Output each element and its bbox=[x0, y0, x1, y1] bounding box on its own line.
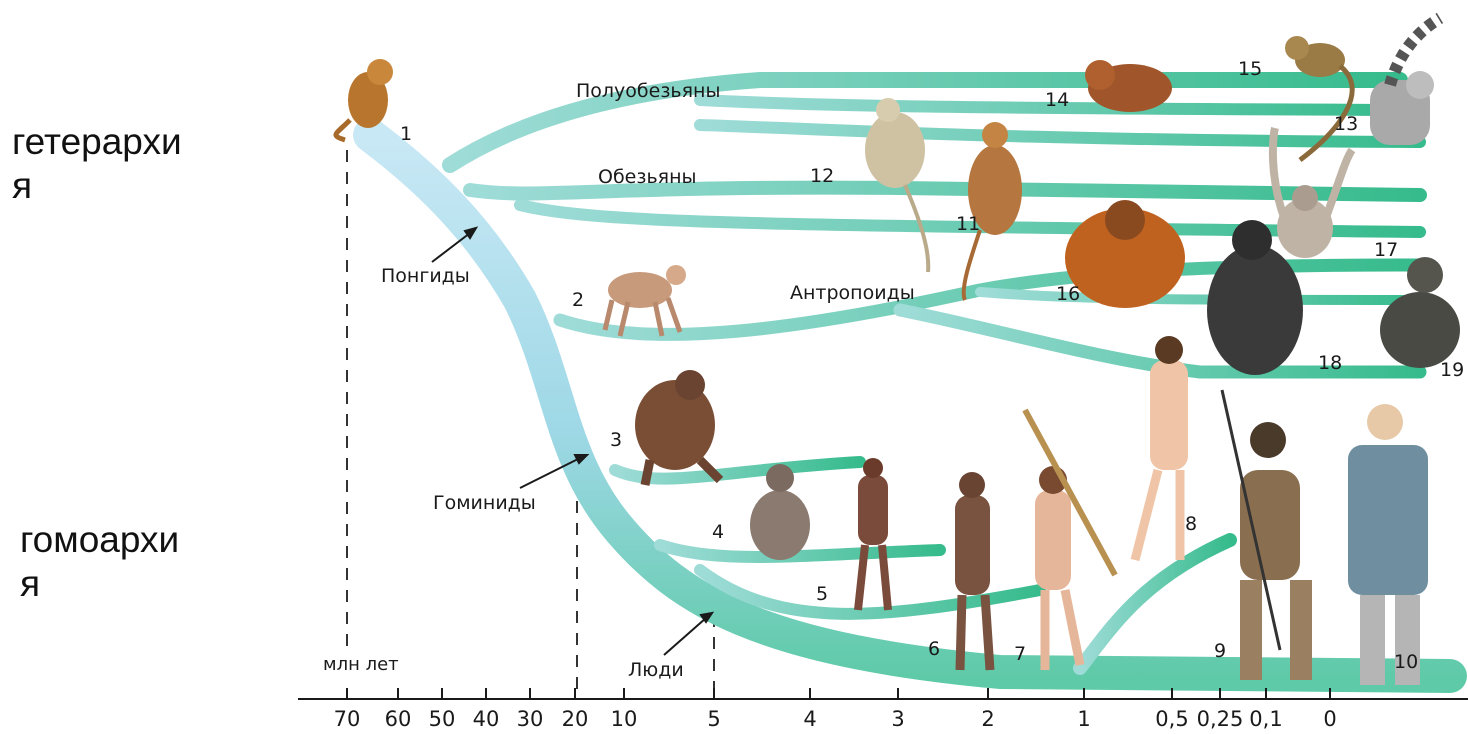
tick-label-13: 0,25 bbox=[1197, 707, 1244, 731]
tick-label-12: 0,5 bbox=[1155, 707, 1188, 731]
species-number-11: 11 bbox=[956, 213, 980, 235]
label-humans: Люди bbox=[628, 659, 684, 681]
label-prosimians: Полуобезьяны bbox=[576, 80, 721, 102]
species-number-1: 1 bbox=[400, 123, 412, 145]
species-number-3: 3 bbox=[610, 429, 622, 451]
chimp-figure-19 bbox=[1380, 257, 1460, 368]
species-number-19: 19 bbox=[1440, 359, 1464, 381]
hominid-figure-10 bbox=[1348, 404, 1428, 685]
species-number-17: 17 bbox=[1374, 239, 1398, 261]
species-number-12: 12 bbox=[810, 165, 834, 187]
species-number-2: 2 bbox=[572, 289, 584, 311]
tick-label-3: 40 bbox=[473, 707, 500, 731]
hominid-figure-5 bbox=[858, 458, 888, 610]
hominid-figure-9 bbox=[1222, 390, 1312, 680]
species-number-10: 10 bbox=[1394, 651, 1418, 673]
tick-label-8: 4 bbox=[803, 707, 816, 731]
tick-label-10: 2 bbox=[981, 707, 994, 731]
species-number-5: 5 bbox=[816, 583, 828, 605]
label-units: млн лет bbox=[323, 654, 399, 675]
species-number-13: 13 bbox=[1334, 113, 1358, 135]
branch-hominid-8 bbox=[1080, 540, 1230, 668]
species-number-4: 4 bbox=[712, 521, 724, 543]
arrow-humans bbox=[664, 618, 706, 655]
monkey-figure-11 bbox=[964, 122, 1022, 300]
figures bbox=[336, 18, 1460, 685]
tick-label-6: 10 bbox=[611, 707, 638, 731]
species-number-6: 6 bbox=[928, 638, 940, 660]
tick-label-5: 20 bbox=[562, 707, 589, 731]
tick-label-7: 5 bbox=[707, 707, 720, 731]
species-number-16: 16 bbox=[1056, 283, 1080, 305]
label-hominids: Гоминиды bbox=[433, 492, 536, 514]
tick-label-11: 1 bbox=[1077, 707, 1090, 731]
tick-label-4: 30 bbox=[517, 707, 544, 731]
tick-label-15: 0 bbox=[1323, 707, 1336, 731]
label-monkeys: Обезьяны bbox=[598, 166, 697, 188]
species-number-7: 7 bbox=[1014, 643, 1026, 665]
hominid-figure-6 bbox=[955, 472, 990, 670]
tick-label-9: 3 bbox=[891, 707, 904, 731]
tick-label-14: 0,1 bbox=[1249, 707, 1282, 731]
species-number-14: 14 bbox=[1045, 89, 1069, 111]
tick-label-0: 70 bbox=[334, 707, 361, 731]
hominid-figure-3 bbox=[635, 370, 720, 485]
species-number-18: 18 bbox=[1318, 352, 1342, 374]
species-number-8: 8 bbox=[1185, 513, 1197, 535]
label-anthropoids: Антропоиды bbox=[790, 282, 915, 304]
species-number-15: 15 bbox=[1238, 58, 1262, 80]
species-number-9: 9 bbox=[1214, 640, 1226, 662]
hominid-figure-4 bbox=[750, 464, 810, 560]
tick-label-2: 50 bbox=[429, 707, 456, 731]
branch-anthropoids-2 bbox=[980, 292, 1420, 300]
tick-label-1: 60 bbox=[385, 707, 412, 731]
orangutan-figure-16 bbox=[1065, 200, 1185, 308]
branch-prosimians-3 bbox=[700, 125, 1420, 142]
label-pongids: Понгиды bbox=[381, 265, 470, 287]
